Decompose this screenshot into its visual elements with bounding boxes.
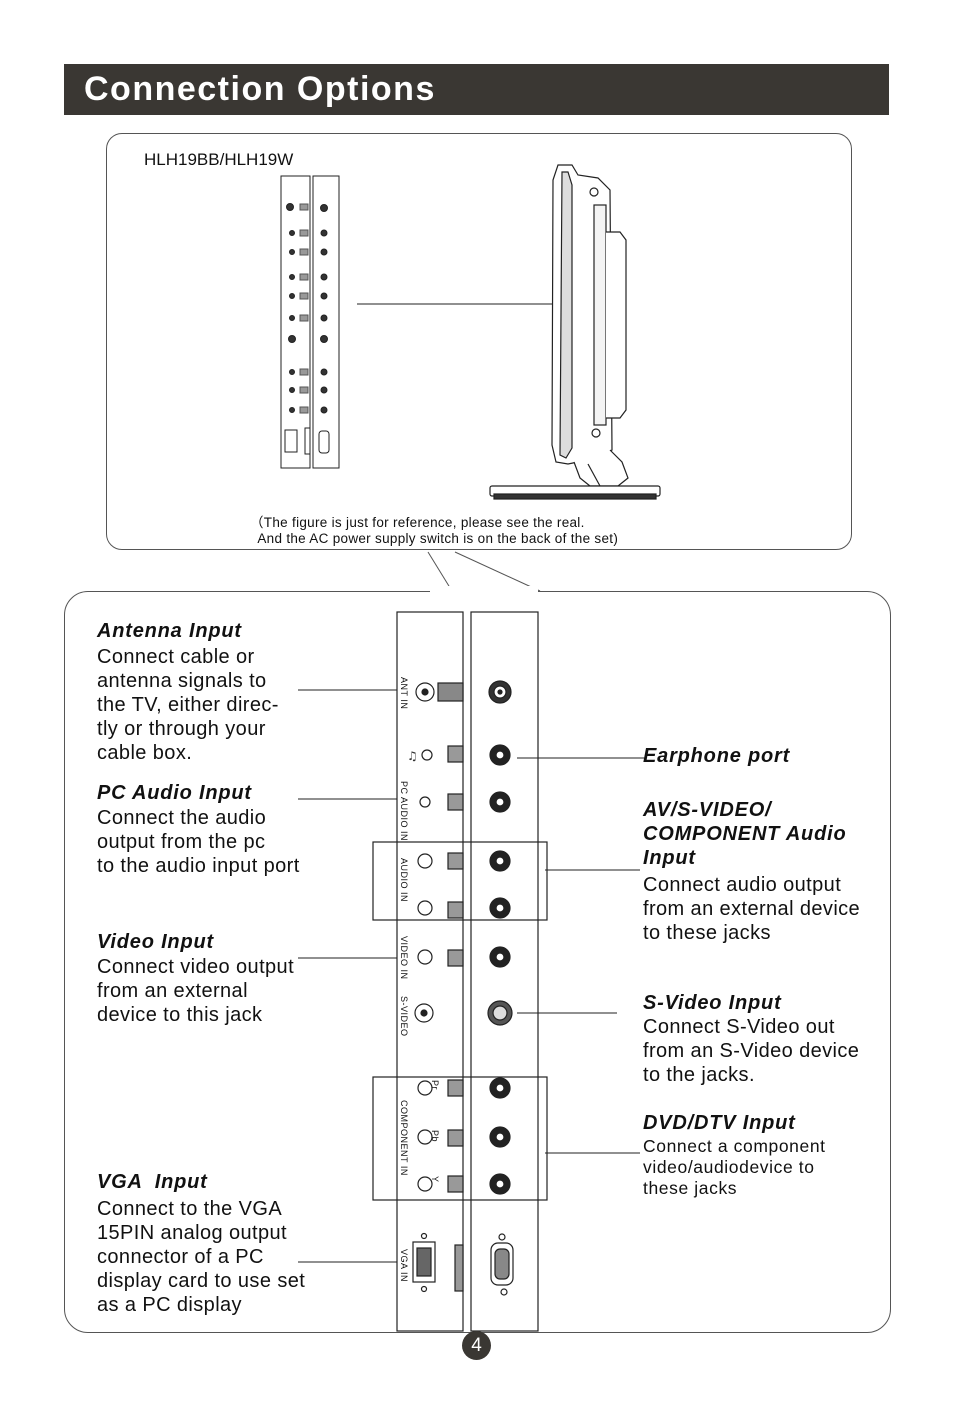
- left-jacks: ♫: [407, 682, 464, 1293]
- pc-audio-input-label: PC Audio Input: [97, 782, 252, 804]
- antenna-input-label: Antenna Input: [97, 620, 242, 642]
- dvd-dtv-input-label: DVD/DTV Input: [643, 1112, 796, 1134]
- av-svideo-component-audio-description: Connect audio output from an external de…: [643, 874, 861, 944]
- leader-lines: [298, 689, 645, 1263]
- video-input-label: Video Input: [97, 931, 214, 953]
- earphone-port-label: Earphone port: [643, 745, 791, 767]
- figure-note: （The figure is just for reference, pleas…: [250, 515, 619, 546]
- pr-label: Pr: [430, 1080, 440, 1090]
- audio-in-label: AUDIO IN: [399, 858, 409, 903]
- connector-panel: [372, 611, 548, 1332]
- s-video-input-description: Connect S-Video out from an S-Video devi…: [643, 1016, 860, 1086]
- small-side-panel-sketch: [280, 175, 340, 469]
- header-bar: Connection Options: [64, 64, 889, 115]
- video-in-label: VIDEO IN: [399, 936, 409, 980]
- right-jacks: [487, 680, 514, 1296]
- svg-text:♫: ♫: [407, 749, 418, 763]
- dvd-dtv-input-description: Connect a component video/audiodevice to…: [643, 1136, 826, 1198]
- vga-in-label: VGA IN: [399, 1249, 409, 1283]
- av-svideo-component-audio-label: AV/S-VIDEO/ COMPONENT Audio Input: [643, 799, 847, 869]
- pc-audio-in-label: PC AUDIO IN: [399, 781, 409, 842]
- vga-input-description: Connect to the VGA 15PIN analog output c…: [97, 1198, 306, 1316]
- video-input-description: Connect video output from an external de…: [97, 956, 295, 1026]
- s-video-label: S-VIDEO: [399, 996, 409, 1037]
- page-title: Connection Options: [84, 70, 436, 108]
- antenna-input-description: Connect cable or antenna signals to the …: [97, 646, 279, 764]
- pb-label: Pb: [430, 1130, 440, 1143]
- y-label: Y: [430, 1176, 440, 1183]
- tv-side-view: [489, 164, 661, 500]
- callout-pointer: [427, 551, 453, 592]
- callout-pointer-right: [454, 551, 541, 592]
- component-in-label: COMPONENT IN: [399, 1100, 409, 1176]
- pc-audio-input-description: Connect the audio output from the pc to …: [97, 807, 300, 877]
- ant-in-label: ANT IN: [399, 677, 409, 710]
- figure-panel: [106, 133, 852, 550]
- vga-input-label: VGA Input: [97, 1171, 208, 1193]
- model-number: HLH19BB/HLH19W: [144, 150, 294, 169]
- s-video-input-label: S-Video Input: [643, 992, 782, 1014]
- page-number: 4: [462, 1331, 491, 1360]
